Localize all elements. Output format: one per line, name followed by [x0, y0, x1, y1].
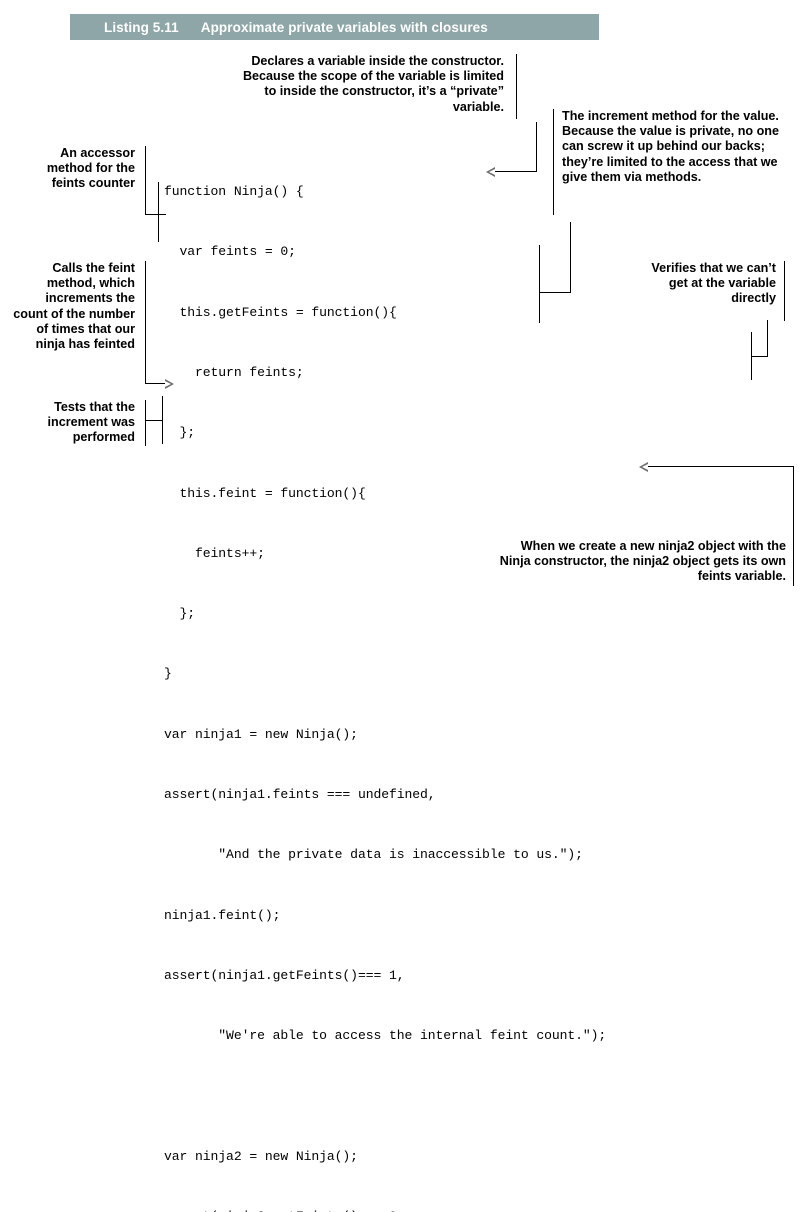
leader-line-tests-increment-run [145, 420, 163, 421]
leader-line-calls-feint-run [145, 383, 165, 384]
code-line: }; [164, 425, 196, 441]
leader-line-increment-run [539, 292, 571, 293]
leader-line-tests-increment-bracket [162, 396, 163, 444]
listing-header-bar: Listing 5.11 Approximate private variabl… [70, 14, 599, 40]
leader-line-accessor-bar [145, 146, 146, 214]
leader-line-new-ninja2-run [648, 466, 794, 467]
leader-line-verifies-bar [784, 261, 785, 321]
code-line: "And the private data is inaccessible to… [164, 847, 583, 863]
code-line: var ninja1 = new Ninja(); [164, 726, 358, 742]
arrow-left-icon-declares-variable [486, 167, 495, 177]
annotation-calls-feint-method: Calls the feint method, which increments… [13, 261, 135, 352]
code-line [164, 1086, 660, 1106]
leader-line-declares-variable-run [495, 171, 537, 172]
listing-number: Listing 5.11 [104, 19, 179, 35]
code-line: ninja1.feint(); [164, 907, 281, 923]
code-line: }; [164, 606, 196, 622]
leader-line-increment-drop [570, 222, 571, 292]
leader-line-accessor-bracket [158, 182, 159, 242]
annotation-tests-increment: Tests that the increment was performed [47, 400, 136, 445]
annotation-increment-method: The increment method for the value. Beca… [562, 109, 779, 184]
leader-line-accessor-run [145, 214, 166, 215]
code-line: this.getFeints = function(){ [164, 304, 397, 320]
leader-line-increment-bar [553, 109, 554, 215]
leader-line-verifies-drop [767, 320, 768, 356]
leader-line-declares-variable-bar [516, 54, 517, 119]
code-line: return feints; [164, 365, 304, 381]
listing-title: Approximate private variables with closu… [200, 19, 488, 35]
annotation-new-ninja2: When we create a new ninja2 object with … [499, 539, 786, 584]
code-line: assert(ninja1.feints === undefined, [164, 787, 436, 802]
code-line: assert(ninja1.getFeints()=== 1, [164, 967, 405, 983]
annotation-verifies-no-access: Verifies that we can’t get at the variab… [651, 261, 776, 306]
leader-line-calls-feint-bar [145, 261, 146, 383]
arrow-left-icon-new-ninja2 [639, 462, 648, 472]
annotation-accessor-method: An accessor method for the feints counte… [46, 146, 135, 191]
annotation-declares-variable: Declares a variable inside the construct… [242, 54, 504, 114]
leader-line-declares-variable-drop [536, 122, 537, 171]
leader-line-new-ninja2-bar [793, 466, 794, 586]
code-line: function Ninja() { [164, 184, 304, 200]
code-line: var ninja2 = new Ninja(); [164, 1148, 358, 1164]
code-listing: function Ninja() { var feints = 0; this.… [164, 142, 660, 1212]
arrow-right-icon-calls-feint [165, 379, 174, 389]
leader-line-increment-bracket [539, 245, 540, 323]
code-line: assert(ninja2.getFeints()=== 0, [164, 1207, 660, 1212]
code-line: this.feint = function(){ [164, 485, 366, 501]
leader-line-tests-increment-bar [145, 400, 146, 446]
leader-line-verifies-run [751, 356, 768, 357]
code-line: var feints = 0; [164, 244, 296, 260]
code-line: } [164, 666, 172, 682]
code-line: "We're able to access the internal feint… [164, 1028, 607, 1044]
code-line: feints++; [164, 545, 265, 561]
leader-line-verifies-bracket [751, 332, 752, 380]
